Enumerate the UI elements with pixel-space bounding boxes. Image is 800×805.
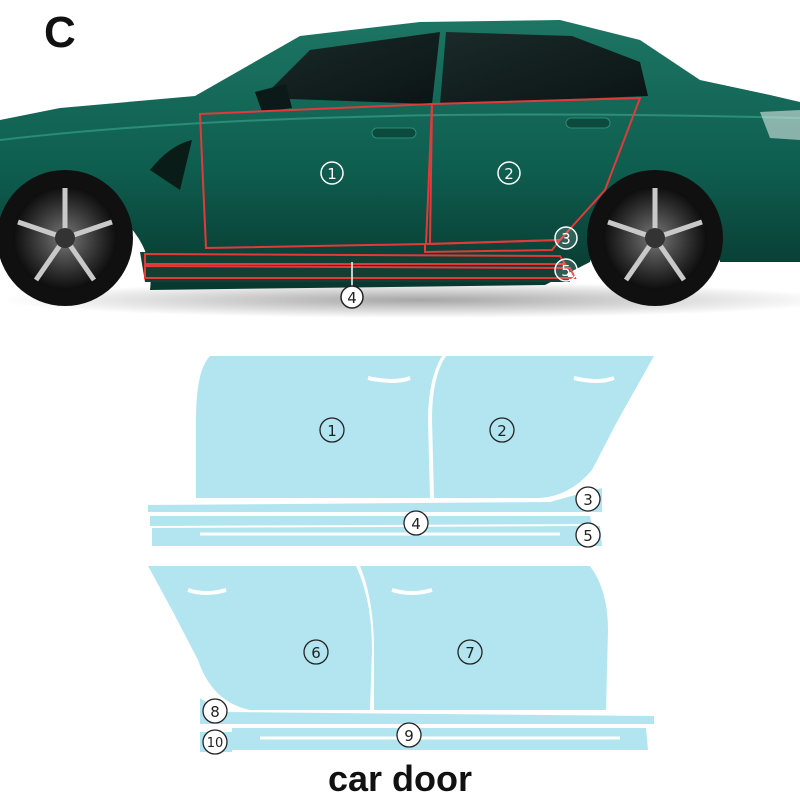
car-marker-4-label: 4 bbox=[347, 289, 357, 307]
outline-sill-upper bbox=[144, 252, 567, 265]
film-number-10-label: 10 bbox=[207, 736, 224, 751]
film-number-3-label: 3 bbox=[583, 491, 593, 509]
film-number-2-label: 2 bbox=[497, 422, 507, 440]
body-highlight bbox=[0, 113, 800, 141]
car-marker-5: 5 bbox=[554, 258, 578, 282]
film-outline-overlay bbox=[144, 96, 642, 279]
film-1-handle-cut bbox=[367, 376, 411, 383]
front-door-handle bbox=[371, 127, 417, 139]
film-number-6-label: 6 bbox=[311, 644, 321, 662]
film-number-9-label: 9 bbox=[404, 727, 414, 745]
fender-vent bbox=[150, 140, 192, 190]
film-number-2: 2 bbox=[489, 417, 515, 443]
film-set-lower: 6 7 8 9 10 bbox=[148, 566, 654, 755]
film-6-handle-cut bbox=[187, 588, 227, 595]
film-number-5-label: 5 bbox=[583, 527, 593, 545]
film-number-1: 1 bbox=[319, 417, 345, 443]
rear-wheel bbox=[0, 170, 133, 306]
outline-rear-door bbox=[428, 96, 642, 246]
front-wheel bbox=[587, 170, 723, 306]
car-shadow bbox=[0, 282, 800, 318]
film-number-6: 6 bbox=[303, 639, 329, 665]
film-number-4: 4 bbox=[403, 510, 429, 536]
film-number-9: 9 bbox=[396, 722, 422, 748]
film-number-8: 8 bbox=[202, 698, 228, 724]
rear-door-handle bbox=[565, 117, 611, 129]
film-set-upper: 1 2 3 4 5 bbox=[148, 356, 654, 548]
film-piece-4 bbox=[150, 516, 592, 526]
film-number-4-label: 4 bbox=[411, 515, 421, 533]
headlight bbox=[760, 110, 800, 140]
side-mirror bbox=[255, 84, 292, 112]
film-piece-8 bbox=[200, 698, 654, 724]
caption: car door bbox=[327, 758, 473, 799]
car-marker-2: 2 bbox=[497, 161, 521, 185]
film-number-5: 5 bbox=[575, 522, 601, 548]
film-piece-3 bbox=[148, 488, 602, 512]
car-marker-5-label: 5 bbox=[561, 262, 571, 280]
car-marker-3: 3 bbox=[554, 226, 578, 250]
outline-sill-lower bbox=[144, 264, 577, 279]
car-marker-1: 1 bbox=[320, 161, 344, 185]
outline-rear-strip bbox=[424, 238, 563, 254]
film-piece-7 bbox=[360, 566, 608, 710]
variant-label: C bbox=[44, 8, 76, 57]
car-marker-2-label: 2 bbox=[504, 165, 514, 183]
film-piece-5 bbox=[152, 526, 602, 546]
film-number-1-label: 1 bbox=[327, 422, 337, 440]
film-number-8-label: 8 bbox=[210, 703, 220, 721]
rear-window bbox=[440, 32, 648, 104]
car-photo: 1 2 3 4 5 bbox=[0, 20, 800, 318]
car-marker-4: 4 bbox=[340, 285, 364, 309]
film-piece-1 bbox=[196, 356, 442, 498]
film-7-handle-cut bbox=[391, 588, 433, 595]
car-marker-3-label: 3 bbox=[561, 230, 571, 248]
film-number-7: 7 bbox=[457, 639, 483, 665]
film-number-7-label: 7 bbox=[465, 644, 475, 662]
film-2-handle-cut bbox=[573, 376, 615, 383]
film-piece-2 bbox=[432, 356, 654, 498]
film-number-3: 3 bbox=[575, 486, 601, 512]
film-number-10: 10 bbox=[202, 729, 228, 755]
front-window bbox=[262, 32, 440, 104]
car-marker-1-label: 1 bbox=[327, 165, 337, 183]
film-piece-6 bbox=[148, 566, 372, 710]
